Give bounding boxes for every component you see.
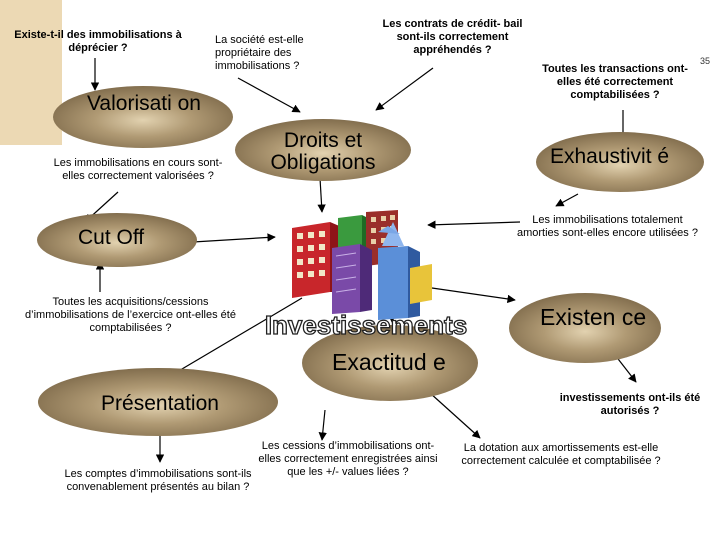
connector-credit-bail <box>376 68 433 110</box>
question-cessions: Les cessions d’immobilisations ont-elles… <box>258 440 438 479</box>
buildings-illustration <box>292 210 432 320</box>
question-autorises: investissements ont-ils été autorisés ? <box>545 392 715 418</box>
blue-tower-front <box>378 246 408 320</box>
question-transactions: Toutes les transactions ont-elles été co… <box>535 63 695 102</box>
question-depreciation: Existe-t-il des immobilisations à dépréc… <box>8 29 188 55</box>
yellow-building <box>410 264 432 304</box>
assertion-cutoff: Cut Off <box>50 227 218 249</box>
connector-proprietaire <box>238 78 300 112</box>
purple-building-side <box>360 244 372 312</box>
connector-exhaustivite-center <box>556 194 578 206</box>
connector-droits-center <box>320 178 322 212</box>
connector-cessions <box>322 410 325 440</box>
question-dotation: La dotation aux amortissements est-elle … <box>456 442 666 468</box>
connector-dotation <box>430 393 480 438</box>
assertion-exhaustivite: Exhaustivit é <box>540 146 710 168</box>
center-title: Investissements <box>265 310 467 340</box>
connector-existence-center <box>432 288 515 300</box>
question-amorties: Les immobilisations totalement amorties … <box>515 214 700 240</box>
connector-amorties <box>428 222 520 225</box>
question-comptes: Les comptes d’immobilisations sont-ils c… <box>58 468 258 494</box>
assertion-presentation: Présentation <box>60 393 260 415</box>
assertion-droits: Droits et Obligations <box>255 130 391 174</box>
page-number: 35 <box>700 56 710 66</box>
assertion-existence: Existen ce <box>530 305 650 329</box>
question-acquisitions: Toutes les acquisitions/cessions d’immob… <box>18 296 243 335</box>
question-credit-bail: Les contrats de crédit- bail sont-ils co… <box>370 18 535 57</box>
assertion-valorisation: Valorisati on <box>80 93 208 115</box>
question-proprietaire: La société est-elle propriétaire des imm… <box>215 34 335 73</box>
question-en-cours: Les immobilisations en cours sont-elles … <box>48 157 228 183</box>
assertion-exactitude: Exactitud e <box>320 350 472 374</box>
